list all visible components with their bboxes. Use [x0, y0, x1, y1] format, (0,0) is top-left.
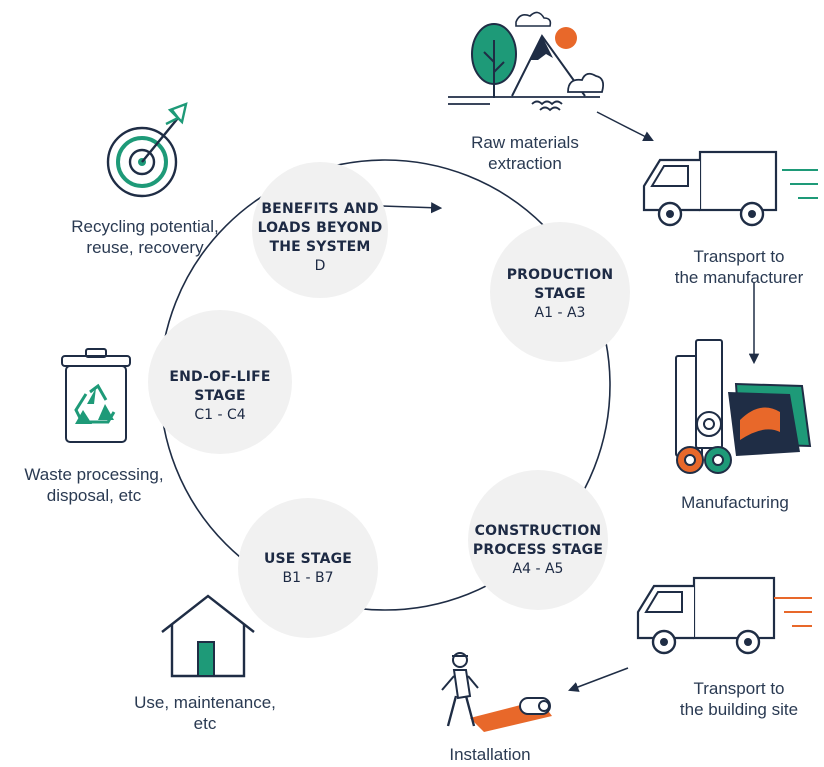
mountain-tree-icon — [448, 11, 605, 112]
stage-title: BENEFITS AND — [261, 201, 379, 217]
label-waste: Waste processing, disposal, etc — [4, 464, 184, 506]
label-line: reuse, recovery — [86, 238, 204, 257]
stage-construction: CONSTRUCTION PROCESS STAGE A4 - A5 — [468, 522, 608, 579]
label-line: extraction — [488, 154, 562, 173]
stage-end-of-life: END-OF-LIFE STAGE C1 - C4 — [150, 368, 290, 425]
stage-use: USE STAGE B1 - B7 — [238, 550, 378, 588]
label-use-maintenance: Use, maintenance, etc — [110, 692, 300, 734]
label-line: Manufacturing — [681, 493, 789, 512]
stage-title: PROCESS STAGE — [472, 542, 604, 558]
stage-circle-construction — [468, 470, 608, 610]
stage-title: PRODUCTION — [506, 267, 614, 283]
stage-title: CONSTRUCTION — [474, 523, 602, 539]
delivery-truck-icon — [636, 576, 812, 655]
stage-title: END-OF-LIFE — [169, 369, 271, 385]
label-line: disposal, etc — [46, 486, 142, 505]
stage-title: THE SYSTEM — [269, 239, 371, 255]
label-transport-site: Transport to the building site — [654, 678, 824, 720]
label-line: Installation — [449, 745, 531, 764]
material-rolls-icon — [675, 339, 812, 474]
label-line: Recycling potential, — [71, 217, 219, 236]
stage-code: D — [314, 258, 326, 274]
label-line: Transport to — [693, 247, 785, 266]
worker-installing-icon — [441, 652, 552, 732]
label-transport-manufacturer: Transport to the manufacturer — [654, 246, 824, 288]
cycle-arrow — [381, 202, 443, 214]
label-line: etc — [193, 714, 217, 733]
stage-title: LOADS BEYOND — [257, 220, 383, 236]
stage-circle-use — [238, 498, 378, 638]
label-line: Raw materials — [471, 133, 579, 152]
arrow-site-to-installation — [568, 667, 629, 692]
label-line: Waste processing, — [24, 465, 164, 484]
stage-circle-end-of-life — [148, 310, 292, 454]
stage-title: USE STAGE — [263, 551, 353, 567]
label-manufacturing: Manufacturing — [660, 492, 810, 513]
label-recycling: Recycling potential, reuse, recovery — [50, 216, 240, 258]
label-line: Transport to — [693, 679, 785, 698]
stage-code: B1 - B7 — [282, 570, 334, 586]
stage-benefits: BENEFITS AND LOADS BEYOND THE SYSTEM D — [252, 200, 388, 276]
stage-circle-production — [490, 222, 630, 362]
label-raw-materials: Raw materials extraction — [440, 132, 610, 174]
stage-title: STAGE — [194, 388, 246, 404]
recycling-bin-icon — [61, 348, 131, 443]
delivery-truck-icon — [642, 150, 818, 227]
house-icon — [161, 594, 255, 678]
label-line: the building site — [679, 700, 799, 719]
stage-code: A4 - A5 — [512, 561, 564, 577]
stage-production: PRODUCTION STAGE A1 - A3 — [490, 266, 630, 323]
stage-code: C1 - C4 — [194, 407, 246, 423]
label-line: Use, maintenance, — [134, 693, 276, 712]
target-arrow-icon — [106, 102, 188, 198]
label-installation: Installation — [430, 744, 550, 765]
arrow-raw-to-transport — [596, 111, 654, 141]
stage-code: A1 - A3 — [534, 305, 586, 321]
label-line: the manufacturer — [674, 268, 804, 287]
stage-circle-benefits — [252, 162, 388, 298]
stage-title: STAGE — [534, 286, 586, 302]
